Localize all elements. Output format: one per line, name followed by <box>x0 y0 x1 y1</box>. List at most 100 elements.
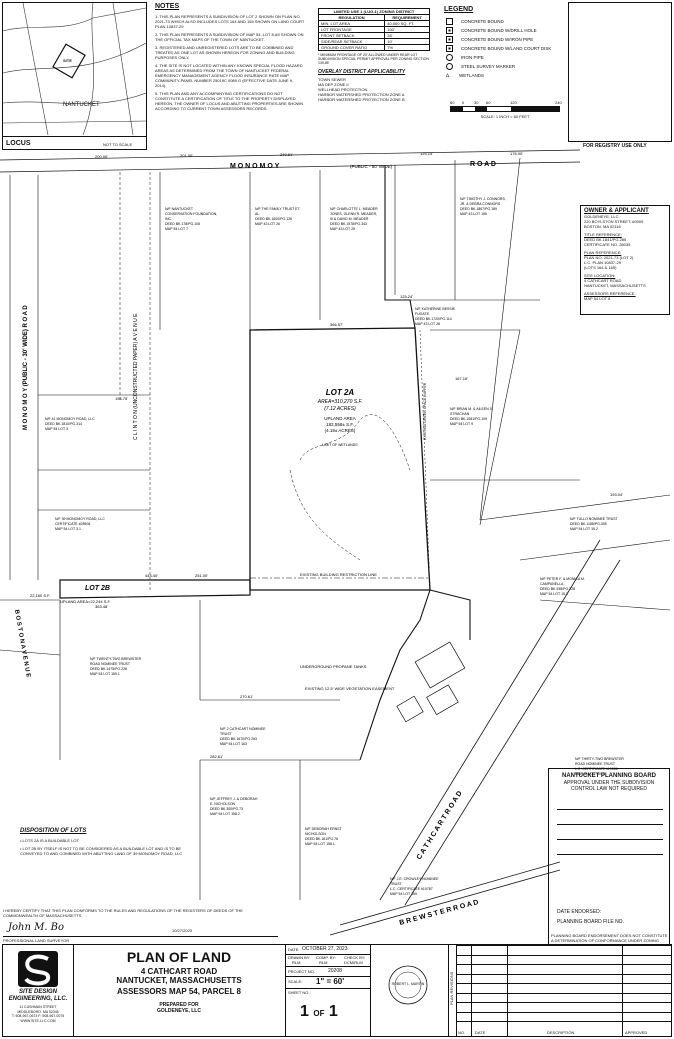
abutter-label: DEED BK.1600/PG.126 <box>255 217 292 221</box>
pb-file-no: PLANNING BOARD FILE NO. <box>557 919 624 925</box>
owner-plan-ref-1: L.C. PLAN 10837-29 <box>584 260 621 265</box>
check-label: CHECK BY: <box>344 955 366 960</box>
road-boston-label: B O S T O N A V E N U E <box>13 609 31 678</box>
owner-line-0: GOLDENEYE, LLC <box>584 214 619 219</box>
circle-icon <box>446 63 453 70</box>
abutter-label: MAP 54 LOT 7 <box>165 227 188 231</box>
abutter-label: N/F 2 CATHCART NOMINEE <box>220 727 266 731</box>
abutter-label: N/F KATHERINE BESSIE <box>415 307 456 311</box>
abutter-label: FUGATE <box>415 312 430 316</box>
legend-item: CONCRETE BOUND W/IRON PIPE <box>444 35 569 44</box>
abutter-label: STRACHAN <box>450 412 470 416</box>
date-value: OCTOBER 27, 2023 <box>302 946 348 952</box>
road-monomoy-top-label: M O N O M O Y <box>230 163 280 170</box>
plan-drawing: M O N O M O Y (PUBLIC - 50' WIDE) R O A … <box>0 149 671 936</box>
abutter-label: CERTIFICATE #28908 <box>55 522 90 526</box>
owner-assess-0: MAP 54 LOT 8 <box>584 296 611 301</box>
plan-title: PLAN OF LAND <box>126 949 232 965</box>
abutter-label: MAP 54 LOT 159.1 <box>90 672 120 676</box>
signature-date: 10/27/2023 <box>172 928 193 933</box>
revision-header: NO. <box>458 1030 466 1035</box>
address-1: 4 CATHCART ROAD <box>140 967 218 976</box>
legend-item: CONCRETE BOUND W/LAND COURT DISK <box>444 44 569 53</box>
owner-title-ref-heading: TITLE REFERENCE: <box>584 232 622 237</box>
abutter-label: L.C. CERTIFICATE #19086 <box>575 767 618 771</box>
dimension-label: 194.75' <box>115 396 128 401</box>
overlay-item-0: TOWN SEWER <box>318 77 346 82</box>
abutter-label: TRUST <box>390 882 403 886</box>
comp-value: RLM <box>319 960 328 965</box>
locus-site-label: SITE <box>63 58 72 63</box>
abutter-label: MAP 54 LOT 3 <box>45 427 68 431</box>
abutter-label: N/F JEFFREY J. & DEBORAH <box>210 797 258 801</box>
scale-tick: 120 <box>510 100 517 105</box>
scale-tick: 60 <box>450 100 455 105</box>
zoning-cell: 7% <box>384 44 430 51</box>
abutter-label: MAP 54 LOT 163 <box>220 742 247 746</box>
abutter-label: CAMPANELLA <box>540 582 564 586</box>
scale-tick: 0 <box>462 100 465 105</box>
note-item: 5. THIS PLAN AND ANY ACCOMPANYING CERTIF… <box>155 91 304 111</box>
road-brewster-label: B R E W S T E R R O A D <box>399 899 480 927</box>
legend-label: CONCRETE BOUND W/IRON PIPE <box>461 37 534 42</box>
company-addr-line-1: MIDDLEBORO, MA 02346 <box>17 1009 59 1014</box>
overlay-item-2: WELLHEAD PROTECTION <box>318 87 368 92</box>
zoning-cell: GROUND COVER RATIO <box>317 44 386 51</box>
abutter-label: N/F TWENTY-TWO BREWSTER <box>90 657 142 661</box>
abutter-label: N/F 39 MONOMOY ROAD, LLC <box>55 517 105 521</box>
overlay-item-3: HARBOR WATERSHED PROTECTION ZONE A <box>318 92 405 97</box>
owner-site-0: 4 CATHCART ROAD <box>584 278 622 283</box>
abutter-label: MAP 43 LOT 156 <box>460 212 487 216</box>
building-restriction-label: EXISTING BUILDING RESTRICTION LINE <box>300 572 377 577</box>
owner-plan-ref-2: (LOTS 164 & 165) <box>584 265 617 270</box>
dimension-label: 363.48' <box>95 604 108 609</box>
locus-map-drawing <box>3 3 146 135</box>
legend-list: CONCRETE BOUND CONCRETE BOUND W/DRILL HOL… <box>444 17 569 80</box>
abutter-label: DEED BK.1475/PG.228 <box>90 667 127 671</box>
legend-label: CONCRETE BOUND <box>461 19 504 24</box>
dimension-label: 366.57' <box>330 322 343 327</box>
dimension-label: 176.00' <box>510 151 523 156</box>
road-monomoy-top-wide: (PUBLIC - 50' WIDE) <box>350 164 393 169</box>
lot2b-area: 22,160 S.F. <box>30 593 50 598</box>
scale-tick: 60 <box>486 100 491 105</box>
abutter-label: DEED BK.1810/PG.314 <box>45 422 82 426</box>
notes-title: NOTES <box>155 3 180 10</box>
abutter-label: DEED BK.1578/PG.343 <box>330 222 367 226</box>
dimension-label: 125.15' <box>420 151 433 156</box>
planning-board-title: NANTUCKET PLANNING BOARD <box>562 773 656 779</box>
zoning-footnote: * MINIMUM FRONTAGE OF 20' ALLOWED UNDER … <box>318 53 429 65</box>
pb-footer: PLANNING BOARD ENDORSEMENT DOES NOT CONS… <box>551 933 668 943</box>
legend-item: ∆WETLANDS <box>444 71 569 80</box>
lot2a-upland: UPLAND AREA <box>324 416 356 421</box>
owner-line-1: 220 BOYLSTON STREET, #9009 <box>584 219 644 224</box>
lot2a-upland-ac: (4.19± ACRES) <box>325 428 356 433</box>
abutter-label: DEED BK.1670/PG.263 <box>220 737 257 741</box>
lot2b-upland: UPLAND AREA=22,244 S.F. <box>60 599 111 604</box>
legend-item: STEEL SURVEY MARKER <box>444 62 569 71</box>
pb-date-endorsed: DATE ENDORSED: <box>557 909 602 915</box>
legend-label: WETLANDS <box>459 73 485 78</box>
abutter-label: MAP 54 LOT 158.2 <box>210 812 240 816</box>
note-item: 4. THE SITE IS NOT LOCATED WITHIN ANY KN… <box>155 63 303 88</box>
abutter-label: E. NICHOLSON <box>210 802 236 806</box>
legend-label: CONCRETE BOUND W/DRILL HOLE <box>461 28 537 33</box>
abutter-label: N/F J.E. CROWLEY NOMINEE <box>390 877 439 881</box>
scale-label-tb: SCALE: <box>288 979 303 984</box>
scale-value: 1" = 60' <box>316 977 345 986</box>
note-item: 1. THIS PLAN REPRESENTS A SUBDIVISION OF… <box>155 14 305 29</box>
abutter-label: DEED BK.300/PG.73 <box>210 807 243 811</box>
engineer-seal-icon <box>388 965 428 1005</box>
plan-title-area: PLAN OF LAND 4 CATHCART ROAD NANTUCKET, … <box>75 949 283 1014</box>
company-name: SITE DESIGN ENGINEERING, LLC. <box>8 989 68 1002</box>
buffer-label: EXISTING GREEN SPACE BUFFER <box>423 382 427 440</box>
owner-title: OWNER & APPLICANT <box>584 208 649 214</box>
square-icon <box>446 18 453 25</box>
disposition-item: • LOT 2B BY ITSELF IS NOT TO BE CONSIDER… <box>20 846 183 856</box>
abutter-label: MAP 43 LOT 25 <box>330 227 355 231</box>
check-value: DCM/RLM <box>344 960 363 965</box>
surveyor-label: PROFESSIONAL LAND SURVEYOR <box>3 938 70 943</box>
